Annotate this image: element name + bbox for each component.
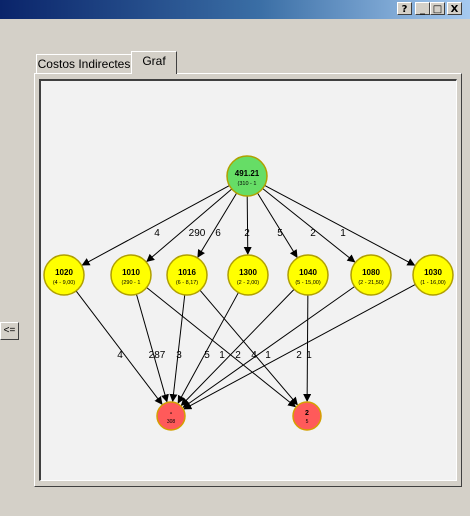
node-title: 1020 [55,268,73,277]
node-circle [110,254,152,296]
graph-edge-root-1040 [257,192,298,258]
graph-node-sinkB[interactable]: 25 [292,401,322,431]
graph-edge-1030-sinkA [183,284,416,410]
node-title: - [170,410,173,417]
graph-node-1016[interactable]: 1016 (6 - 8,17) [166,254,208,296]
graph-edge-1040-sinkA [180,288,295,406]
graph-edge-root-1300 [243,195,252,256]
node-circle [43,254,85,296]
edge-label: 290 [189,228,206,239]
graph-edge-root-1080 [262,188,356,263]
node-circle [227,254,269,296]
edge-label: 2 [310,228,316,239]
maximize-button[interactable]: □ [430,2,445,15]
node-title: 1030 [424,268,442,277]
edge-label: 2 [244,228,250,239]
edge-label: 4 [251,350,257,361]
window-titlebar: ? _ □ X [0,0,470,19]
node-subtitle: 5 [306,419,309,425]
close-button[interactable]: X [447,2,462,15]
graph-edge-1300-sinkA [177,292,239,404]
edge-label: 1 [306,350,312,361]
edge-label: 1 [265,350,271,361]
help-button[interactable]: ? [397,2,412,15]
node-subtitle: (1 - 16,00) [420,280,446,286]
graph-node-1010[interactable]: 1010 (290 - 1 [110,254,152,296]
node-subtitle: (4 - 9,00) [53,280,75,286]
edge-label: 287 [149,350,166,361]
node-title: 1300 [239,268,257,277]
tab-costos-indirectes[interactable]: Costos Indirectes [36,54,132,73]
graph-edge-root-1020 [81,185,230,266]
graph-edge-1080-sinkA [182,286,355,408]
node-subtitle: (310 - 1 [238,181,257,187]
node-circle [287,254,329,296]
graph-node-1040[interactable]: 1040 (5 - 15,00) [287,254,329,296]
edge-label: 6 [215,228,221,239]
edge-label: 5 [204,350,210,361]
node-title: 491.21 [235,169,260,178]
node-title: 1016 [178,268,196,277]
node-subtitle: (6 - 8,17) [176,280,198,286]
edge-label: 4 [154,228,160,239]
node-title: 2 [305,410,309,417]
node-subtitle: (5 - 15,00) [295,280,321,286]
graph-node-root[interactable]: 491.21 (310 - 1 [226,155,268,197]
edge-label: 1 [219,350,225,361]
graph-edge-1010-sinkA [135,294,169,403]
edge-label: 3 [176,350,182,361]
edge-label: 4 [117,350,123,361]
graph-node-1300[interactable]: 1300 (2 - 2,00) [227,254,269,296]
graph-edge-1040-sinkB [303,294,312,403]
graph-edge-1010-sinkB [146,287,297,408]
node-subtitle: 308 [167,419,176,425]
edge-label: 5 [277,228,283,239]
node-circle [166,254,208,296]
graph-node-1020[interactable]: 1020 (4 - 9,00) [43,254,85,296]
node-circle [156,401,186,431]
graph-edge-root-1010 [146,188,233,263]
node-title: 1040 [299,268,317,277]
graph-node-1030[interactable]: 1030 (1 - 16,00) [412,254,454,296]
node-circle [412,254,454,296]
graph-edge-1016-sinkA [169,294,186,403]
edge-label: 2 [235,350,241,361]
edge-label: 2 [296,350,302,361]
back-button[interactable]: <= [0,322,19,340]
graph-edge-1020-sinkA [75,290,163,405]
tab-graf[interactable]: Graf [131,51,177,74]
graph-edge-root-1030 [264,184,416,266]
graph-edge-1016-sinkB [199,289,298,406]
node-title: 1010 [122,268,140,277]
node-circle [350,254,392,296]
graph-edge-root-1016 [197,192,238,258]
edge-label: 1 [340,228,346,239]
minimize-button[interactable]: _ [415,2,430,15]
graph-node-sinkA[interactable]: - 308 [156,401,186,431]
graph-node-1080[interactable]: 1080 (2 - 21,50) [350,254,392,296]
node-subtitle: (2 - 2,00) [237,280,259,286]
node-subtitle: (2 - 21,50) [358,280,384,286]
node-subtitle: (290 - 1 [122,280,141,286]
node-circle [226,155,268,197]
node-circle [292,401,322,431]
node-title: 1080 [362,268,380,277]
